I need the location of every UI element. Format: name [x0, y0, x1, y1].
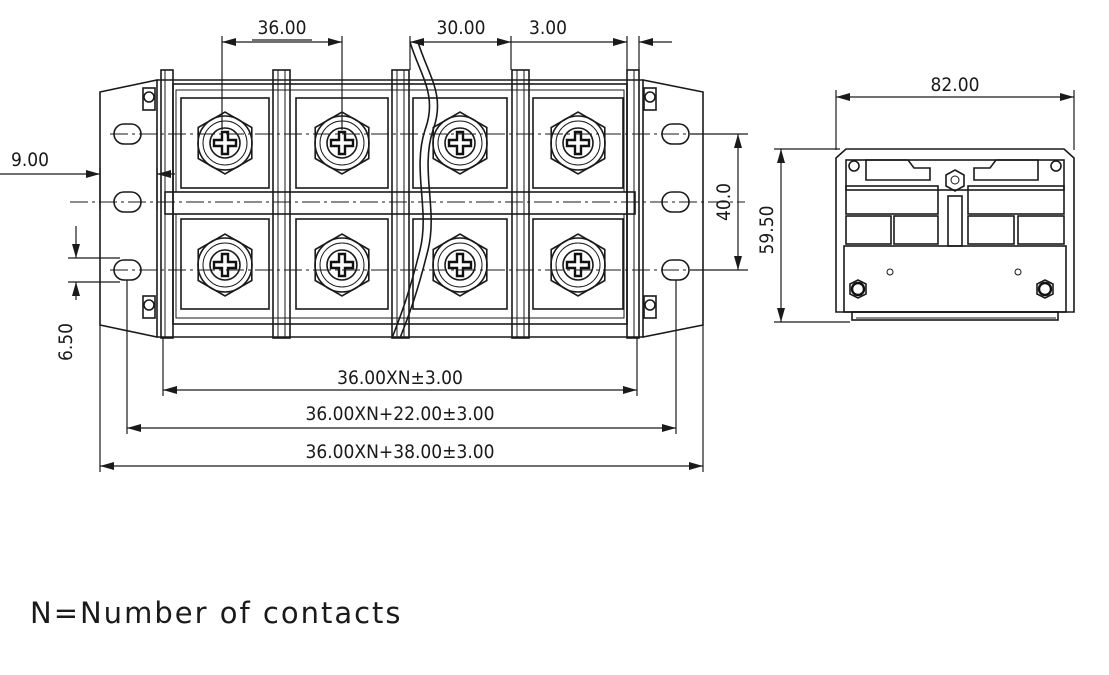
barrier-ribs: [160, 69, 640, 339]
dim-spacing: 30.00: [409, 17, 512, 70]
mounting-plate: [99, 79, 158, 338]
dim-length-3: 36.00XN+38.00±3.00: [99, 325, 704, 472]
dim-height: 59.50: [756, 148, 850, 323]
front-view: [99, 41, 704, 339]
dim-hole: 6.50: [55, 226, 120, 361]
screw-icon: [550, 111, 606, 175]
dim-hole-spacing-label: 40.0: [713, 183, 735, 221]
break-line: [391, 41, 431, 339]
note-text: N=Number of contacts: [30, 596, 403, 630]
dim-mount-offset: 9.00: [0, 149, 175, 210]
dim-mount-offset-label: 9.00: [11, 149, 49, 171]
center-lines: [70, 133, 745, 271]
dim-gap: 3.00: [511, 17, 672, 70]
dim-depth-label: 82.00: [931, 74, 980, 96]
dim-depth: 82.00: [835, 74, 1075, 150]
dim-height-label: 59.50: [756, 206, 778, 255]
dim-length-2: 36.00XN+22.00±3.00: [126, 280, 677, 434]
dim-length-2-label: 36.00XN+22.00±3.00: [305, 403, 494, 425]
dim-length-1-label: 36.00XN±3.00: [337, 367, 463, 389]
dim-pitch: 36.00: [221, 17, 343, 130]
screw-icon: [432, 111, 488, 175]
dim-hole-label: 6.50: [55, 323, 77, 361]
side-view: [835, 148, 1075, 321]
edge-screws: [142, 87, 657, 319]
screw-icon: [197, 233, 253, 297]
screw-icon: [432, 233, 488, 297]
dim-hole-spacing: 40.0: [690, 133, 748, 271]
dim-pitch-label: 36.00: [258, 17, 307, 39]
dim-spacing-label: 30.00: [437, 17, 486, 39]
terminal-screws: [180, 97, 624, 310]
dim-length-3-label: 36.00XN+38.00±3.00: [305, 441, 494, 463]
screw-heads: [197, 111, 606, 297]
screw-icon: [314, 233, 370, 297]
screw-icon: [550, 233, 606, 297]
dim-length-1: 36.00XN±3.00: [162, 338, 638, 396]
screw-icon: [197, 111, 253, 175]
mounting-plate-right: [642, 79, 704, 338]
dim-gap-label: 3.00: [529, 17, 567, 39]
